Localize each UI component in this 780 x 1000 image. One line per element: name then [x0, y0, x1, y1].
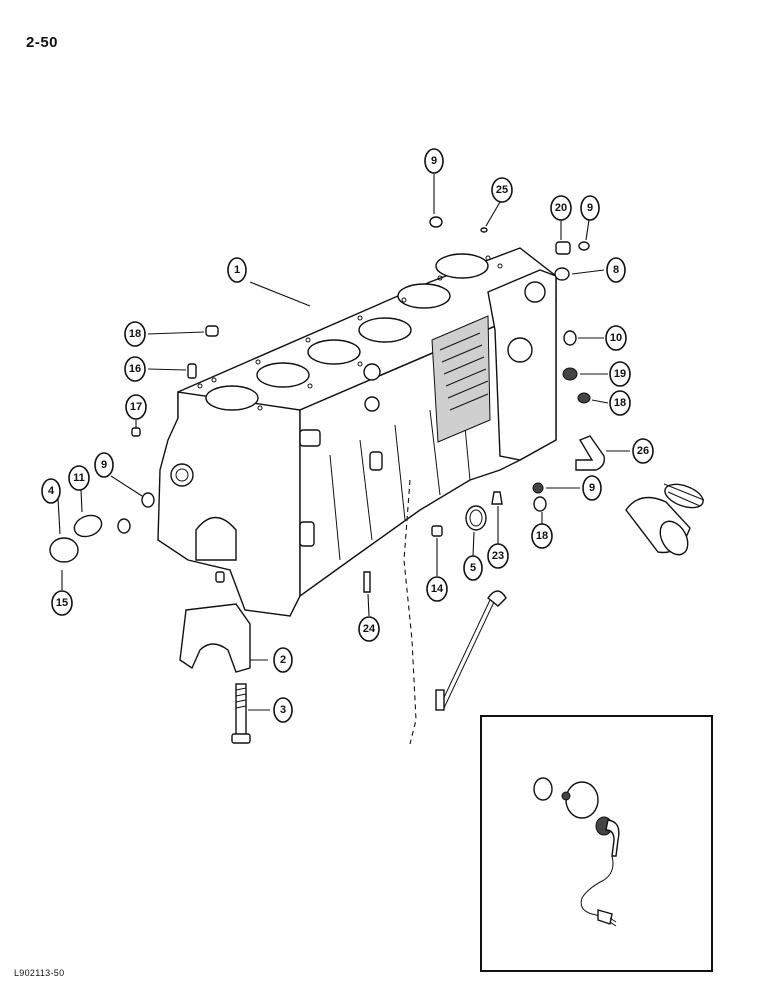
callout-14: 14	[426, 576, 448, 602]
svg-text:2: 2	[280, 654, 286, 666]
svg-text:14: 14	[431, 583, 444, 595]
callout-11: 11	[68, 465, 90, 491]
inset-heater-assembly	[533, 777, 620, 927]
callout-23: 23	[487, 543, 509, 569]
svg-text:3: 3	[280, 704, 286, 716]
callout-24: 24	[358, 616, 380, 642]
svg-text:1: 1	[234, 264, 240, 276]
hose-and-clamp	[625, 483, 705, 556]
callout-26: 26	[632, 438, 654, 464]
callout-1: 1	[227, 257, 247, 283]
svg-text:11: 11	[73, 472, 85, 484]
cylinder-block	[157, 247, 557, 745]
callout-19: 19	[609, 361, 631, 387]
cap-bolt	[231, 683, 251, 744]
svg-text:15: 15	[56, 597, 68, 609]
svg-text:19: 19	[614, 368, 626, 380]
callout-18-upper: 18	[124, 321, 146, 347]
svg-text:26: 26	[637, 445, 649, 457]
svg-text:9: 9	[431, 155, 437, 167]
svg-text:9: 9	[589, 482, 595, 494]
callout-5: 5	[463, 555, 483, 581]
callout-9-rear: 9	[580, 195, 600, 221]
inset-detail-box	[480, 715, 713, 972]
svg-text:25: 25	[496, 184, 508, 196]
callout-16: 16	[124, 356, 146, 382]
small-parts	[49, 216, 591, 593]
elbow-pipe	[575, 435, 606, 471]
svg-text:9: 9	[587, 202, 593, 214]
callout-15: 15	[51, 590, 73, 616]
leader-lines	[57, 174, 630, 711]
callout-9-top: 9	[424, 148, 444, 174]
callout-18-lower: 18	[531, 523, 553, 549]
dipstick	[435, 590, 507, 711]
svg-text:20: 20	[555, 202, 567, 214]
page-number: 2-50	[26, 34, 59, 51]
svg-text:10: 10	[610, 332, 622, 344]
callout-4: 4	[41, 478, 61, 504]
callout-2: 2	[273, 647, 293, 673]
callout-9-left: 9	[94, 452, 114, 478]
svg-text:18: 18	[536, 530, 548, 542]
callout-10: 10	[605, 325, 627, 351]
callout-18-right: 18	[609, 390, 631, 416]
svg-text:23: 23	[492, 550, 504, 562]
svg-text:8: 8	[613, 264, 619, 276]
callout-9-right: 9	[582, 475, 602, 501]
svg-text:5: 5	[470, 562, 476, 574]
callout-17: 17	[125, 394, 147, 420]
svg-text:17: 17	[130, 401, 142, 413]
svg-text:9: 9	[101, 459, 107, 471]
callout-20: 20	[550, 195, 572, 221]
svg-text:4: 4	[48, 485, 55, 497]
svg-text:24: 24	[363, 623, 376, 635]
callout-25: 25	[491, 177, 513, 203]
main-bearing-cap	[179, 603, 251, 673]
callout-8: 8	[606, 257, 626, 283]
svg-text:18: 18	[614, 397, 626, 409]
svg-text:18: 18	[129, 328, 141, 340]
figure-id: L902113-50	[14, 968, 65, 978]
svg-text:16: 16	[129, 363, 141, 375]
callout-3: 3	[273, 697, 293, 723]
